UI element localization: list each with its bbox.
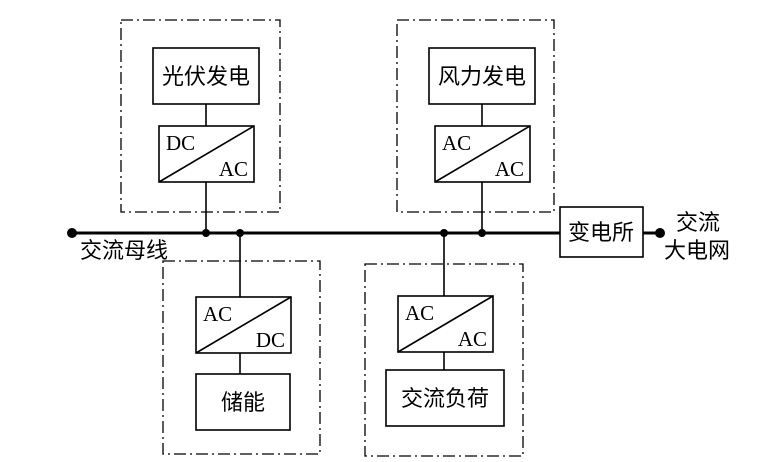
wind-converter: AC AC [434, 125, 531, 183]
grid-label-line1: 交流 [676, 211, 720, 236]
load-device-box: 交流负荷 [385, 369, 505, 427]
load-converter: AC AC [397, 295, 494, 353]
wind-bus-junction [478, 229, 486, 237]
load-device-label: 交流负荷 [401, 387, 489, 412]
storage-device-label: 储能 [221, 391, 265, 416]
wind-converter-bottom: AC [495, 157, 524, 181]
pv-source-box: 光伏发电 [152, 47, 260, 105]
storage-group-border [162, 260, 321, 455]
wind-group-border [396, 19, 555, 213]
pv-converter-top: DC [166, 131, 195, 155]
grid-terminal [655, 228, 665, 238]
load-converter-bottom: AC [458, 327, 487, 351]
pv-source-label: 光伏发电 [162, 65, 250, 90]
wind-source-box: 风力发电 [428, 47, 536, 105]
wind-converter-top: AC [442, 131, 471, 155]
pv-converter: DC AC [158, 125, 255, 183]
storage-converter: AC DC [195, 296, 292, 354]
load-converter-top: AC [405, 301, 434, 325]
pv-converter-bottom: AC [219, 157, 248, 181]
pv-group-border [120, 19, 281, 213]
storage-converter-top: AC [203, 302, 232, 326]
bus-left-terminal [67, 228, 77, 238]
grid-label-line2: 大电网 [664, 239, 730, 264]
pv-bus-junction [202, 229, 210, 237]
wind-source-label: 风力发电 [438, 65, 526, 90]
storage-device-box: 储能 [195, 373, 291, 431]
substation-box: 变电所 [559, 206, 644, 258]
substation-label: 变电所 [568, 221, 634, 246]
load-bus-junction [440, 229, 448, 237]
storage-converter-bottom: DC [256, 328, 285, 352]
storage-bus-junction [236, 229, 244, 237]
load-group-border [364, 263, 524, 457]
ac-bus-label: 交流母线 [80, 239, 168, 264]
